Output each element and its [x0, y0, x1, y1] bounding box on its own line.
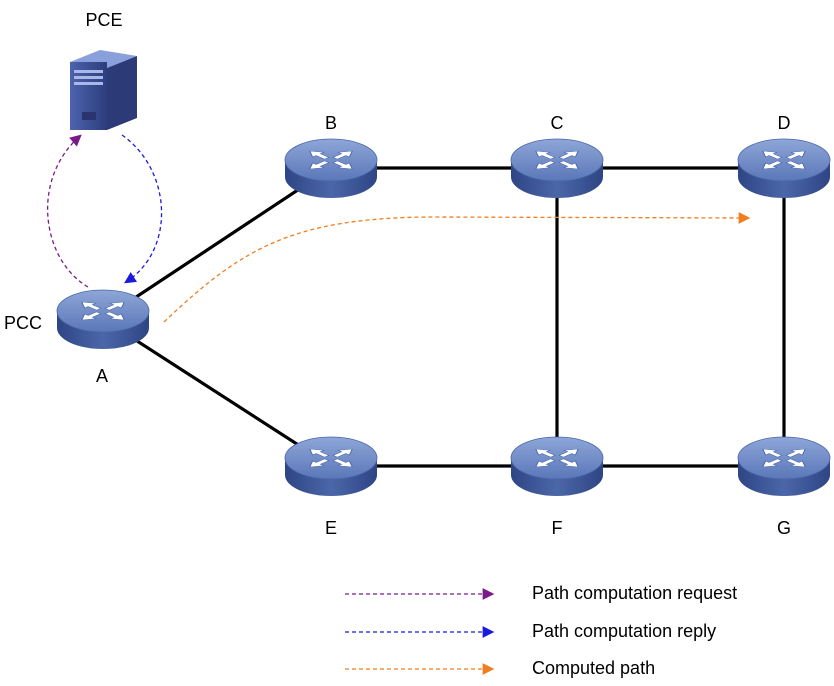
- router-icon-d[interactable]: [737, 138, 831, 198]
- pcc-label: PCC: [4, 313, 43, 333]
- router-icon-c[interactable]: [510, 138, 604, 198]
- request-arrow: [47, 134, 89, 288]
- legend-request-label: Path computation request: [532, 583, 738, 603]
- node-label-g: G: [776, 518, 792, 538]
- legend-path-label: Computed path: [532, 658, 656, 678]
- node-label-c: C: [550, 113, 564, 133]
- node-label-b: B: [324, 113, 338, 133]
- pce-label: PCE: [85, 10, 123, 30]
- legend-reply-label: Path computation reply: [532, 621, 717, 641]
- link-a-e: [102, 317, 332, 468]
- router-icon-e[interactable]: [284, 436, 378, 496]
- router-icon-f[interactable]: [510, 436, 604, 496]
- links: [102, 166, 786, 468]
- computed-path-arrow: [163, 212, 751, 323]
- router-icon-a[interactable]: [56, 289, 150, 349]
- link-a-b: [102, 166, 332, 321]
- reply-arrow: [121, 134, 163, 284]
- pce-server-icon[interactable]: [70, 50, 137, 130]
- node-label-e: E: [324, 518, 338, 538]
- node-label-d: D: [777, 113, 791, 133]
- node-label-f: F: [551, 518, 563, 538]
- router-icon-g[interactable]: [737, 436, 831, 496]
- router-icon-b[interactable]: [284, 138, 378, 198]
- node-label-a: A: [95, 366, 109, 386]
